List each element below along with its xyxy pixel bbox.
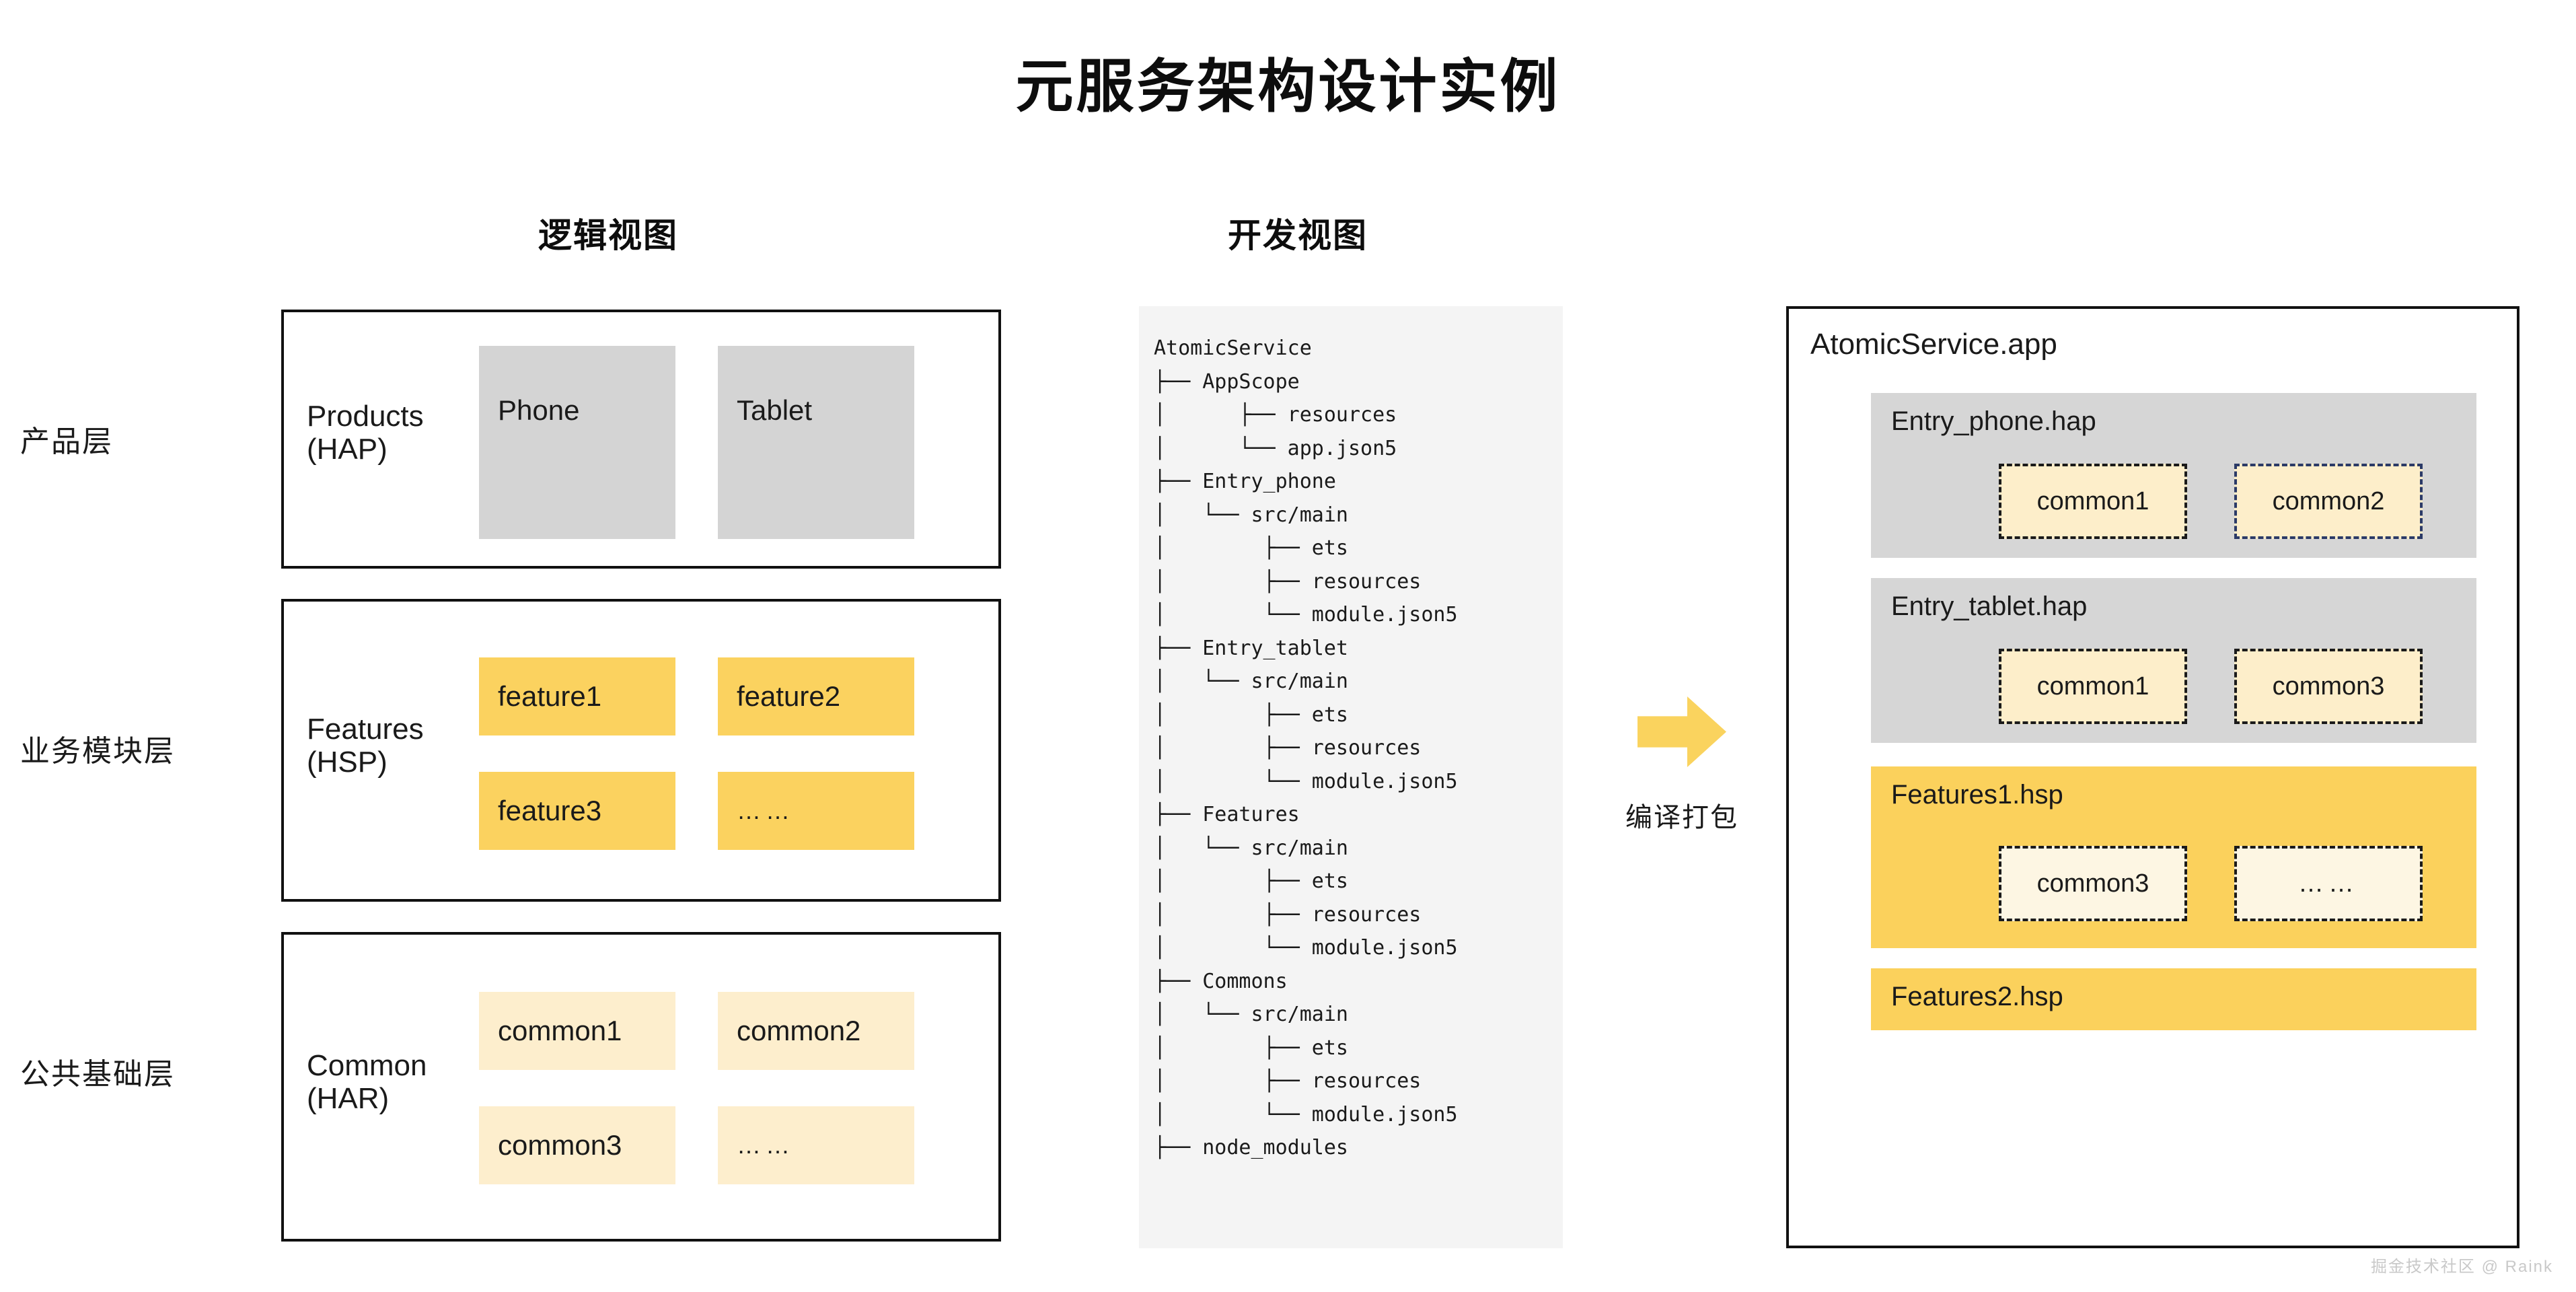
compile-package-label: 编译打包 <box>1625 803 1738 832</box>
package-block-features1-hsp: Features1.hsp common3 …… <box>1871 766 2476 948</box>
logical-tile-grid: common1 common2 common3 …… <box>479 935 990 1239</box>
logical-tile-common3: common3 <box>479 1106 675 1184</box>
app-package-title: AtomicService.app <box>1810 328 2057 361</box>
package-sub-tile-common1: common1 <box>1999 464 2187 539</box>
compile-package-arrow-group: 编译打包 <box>1605 696 1759 834</box>
layer-label-common-base: 公共基础层 <box>20 1058 175 1091</box>
logical-box-title: Common (HAR) <box>307 1049 427 1116</box>
package-block-title: Entry_tablet.hap <box>1891 591 2088 621</box>
package-block-title: Features2.hsp <box>1891 982 2063 1011</box>
page-title: 元服务架构设计实例 <box>1015 55 1561 119</box>
package-sub-tile-common3: common3 <box>2234 649 2423 724</box>
heading-development-view: 开发视图 <box>1228 217 1368 254</box>
package-block-entry-phone-hap: Entry_phone.hap common1 common2 <box>1871 393 2476 558</box>
heading-logical-view: 逻辑视图 <box>538 217 678 254</box>
watermark: 掘金技术社区 @ Raink <box>2370 1258 2553 1276</box>
development-view-panel: AtomicService ├── AppScope │ ├── resourc… <box>1139 306 1563 1248</box>
package-sub-tile-more: …… <box>2234 846 2423 921</box>
project-file-tree: AtomicService ├── AppScope │ ├── resourc… <box>1154 336 1458 1159</box>
logical-box-title: Features (HSP) <box>307 713 424 779</box>
logical-tile-phone: Phone <box>479 346 675 539</box>
logical-tile-feature2: feature2 <box>718 657 914 735</box>
package-block-title: Entry_phone.hap <box>1891 406 2096 436</box>
logical-box-features: Features (HSP) feature1 feature2 feature… <box>281 599 1001 902</box>
logical-tile-common-more: …… <box>718 1106 914 1184</box>
logical-tile-common2: common2 <box>718 992 914 1070</box>
package-sub-tile-common2: common2 <box>2234 464 2423 539</box>
layer-label-product: 产品层 <box>20 425 113 458</box>
logical-tile-feature-more: …… <box>718 772 914 850</box>
package-block-title: Features1.hsp <box>1891 780 2063 810</box>
app-package-panel: AtomicService.app Entry_phone.hap common… <box>1786 306 2519 1248</box>
logical-box-title: Products (HAP) <box>307 400 424 466</box>
arrow-right-icon <box>1637 696 1726 767</box>
logical-box-common: Common (HAR) common1 common2 common3 …… <box>281 932 1001 1242</box>
package-sub-tile-common1: common1 <box>1999 649 2187 724</box>
package-block-entry-tablet-hap: Entry_tablet.hap common1 common3 <box>1871 578 2476 743</box>
logical-tile-feature1: feature1 <box>479 657 675 735</box>
logical-tile-feature3: feature3 <box>479 772 675 850</box>
layer-label-business-module: 业务模块层 <box>20 735 175 768</box>
logical-tile-grid: Phone Tablet <box>479 312 990 566</box>
package-block-features2-hsp: Features2.hsp <box>1871 968 2476 1030</box>
logical-tile-common1: common1 <box>479 992 675 1070</box>
logical-tile-grid: feature1 feature2 feature3 …… <box>479 602 990 899</box>
logical-tile-tablet: Tablet <box>718 346 914 539</box>
package-sub-tile-common3: common3 <box>1999 846 2187 921</box>
logical-box-products: Products (HAP) Phone Tablet <box>281 310 1001 569</box>
